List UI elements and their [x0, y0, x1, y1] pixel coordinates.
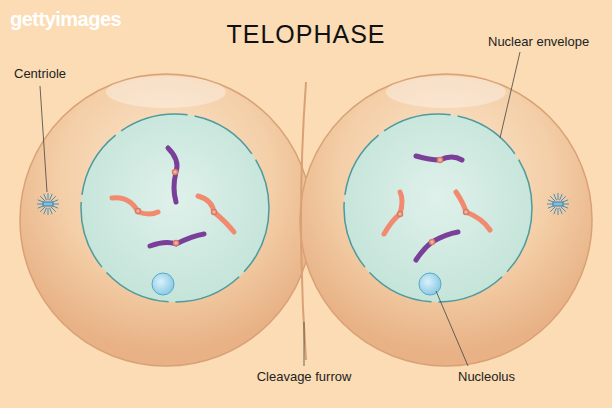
aster-ray [550, 207, 555, 212]
aster-ray [561, 196, 566, 201]
right-cell [300, 74, 592, 366]
aster-ray [40, 196, 45, 201]
leader-lines [40, 52, 520, 366]
highlight [386, 76, 506, 108]
nucleoli [152, 273, 441, 295]
centromere [212, 210, 217, 215]
left-cell [20, 74, 312, 366]
title: TELOPHASE [226, 20, 385, 49]
nucleolus [419, 273, 441, 295]
part-label: Nuclear envelope [488, 34, 589, 49]
aster-ray [558, 193, 559, 200]
centromere [438, 158, 443, 163]
centromere [173, 170, 178, 175]
aster-ray [44, 194, 47, 200]
leader-line [500, 52, 520, 138]
aster-ray [550, 196, 555, 201]
nuclei [81, 114, 532, 302]
aster-ray [50, 208, 53, 214]
part-label: Centriole [14, 66, 66, 81]
aster-ray [48, 193, 49, 200]
aster-ray [48, 208, 49, 215]
chromosome [384, 192, 402, 234]
highlight [106, 76, 226, 108]
nucleolus [152, 273, 174, 295]
left-nucleus [81, 114, 269, 302]
aster-ray [560, 194, 563, 200]
chromosome [456, 192, 490, 230]
leader-line [436, 291, 468, 366]
aster-ray [51, 196, 56, 201]
leader-line [40, 86, 47, 192]
centrioles [37, 193, 569, 215]
aster-ray [50, 194, 53, 200]
cell-bodies [20, 74, 592, 366]
chromosome [112, 198, 158, 214]
aster-ray [554, 194, 557, 200]
aster-ray [44, 208, 47, 214]
part-label: Nucleolus [458, 369, 515, 384]
chromosome [416, 232, 458, 260]
cleavage-furrow [301, 82, 306, 360]
aster-ray [40, 207, 45, 212]
chromosome [168, 148, 177, 202]
aster-ray [561, 207, 566, 212]
centromere [174, 241, 179, 246]
centriole-body [43, 202, 53, 206]
centriole-symbol [37, 193, 59, 215]
centromere [464, 210, 469, 215]
aster-ray [554, 208, 557, 214]
centromere [430, 240, 435, 245]
centromeres [136, 158, 469, 246]
aster-ray [560, 208, 563, 214]
chromosomes [112, 148, 490, 260]
part-label: Cleavage furrow [257, 369, 352, 384]
aster-ray [558, 208, 559, 215]
leader-line [304, 322, 305, 366]
centriole-body [553, 202, 563, 206]
chromosome [150, 234, 204, 246]
chromosome [198, 196, 234, 232]
centromere [398, 212, 403, 217]
centromere [136, 209, 141, 214]
right-nucleus [344, 114, 532, 302]
aster-ray [51, 207, 56, 212]
centriole-symbol [547, 193, 569, 215]
watermark: gettyimages [10, 8, 121, 31]
